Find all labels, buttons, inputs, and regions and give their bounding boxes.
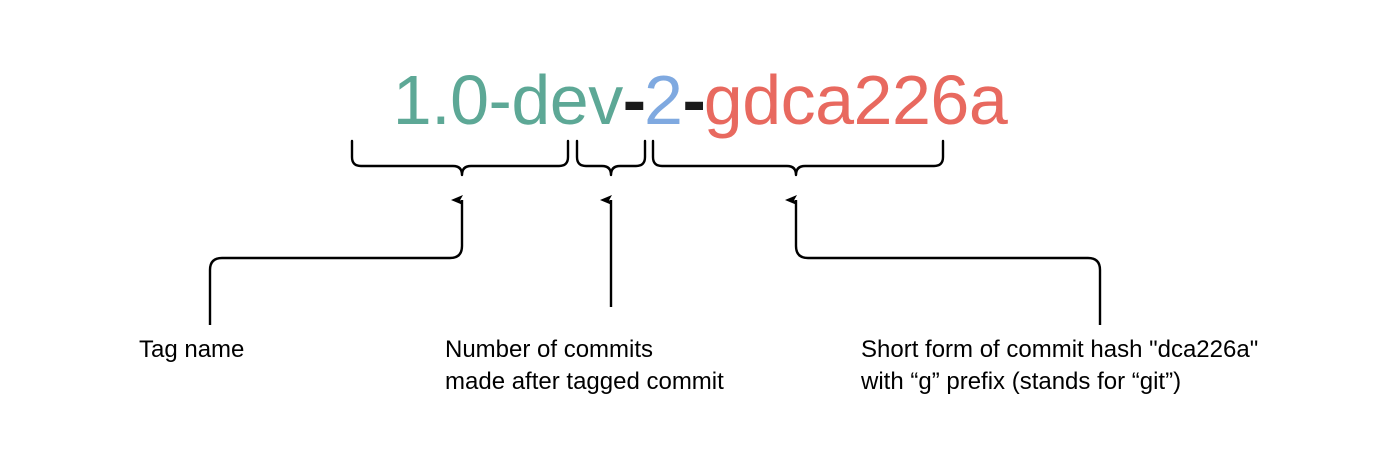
caption-commit-count: Number of commits made after tagged comm…	[445, 336, 724, 395]
version-segment-count: 2	[644, 61, 683, 139]
brace-tag-name	[350, 139, 570, 177]
caption-tag-name: Tag name	[139, 336, 245, 363]
caption-commit-hash: Short form of commit hash "dca226a" with…	[861, 336, 1259, 395]
version-segment-tag: 1.0-dev	[392, 61, 623, 139]
connector-tag-name	[208, 195, 464, 325]
version-string: 1.0-dev-2-gdca226a	[0, 58, 1400, 142]
version-segment-hash: gdca226a	[703, 61, 1008, 139]
brace-commit-count	[575, 139, 647, 177]
connector-commit-hash	[785, 195, 1102, 325]
brace-commit-hash	[651, 139, 945, 177]
version-segment-separator-1: -	[622, 61, 646, 139]
version-segment-separator-2: -	[682, 61, 705, 139]
